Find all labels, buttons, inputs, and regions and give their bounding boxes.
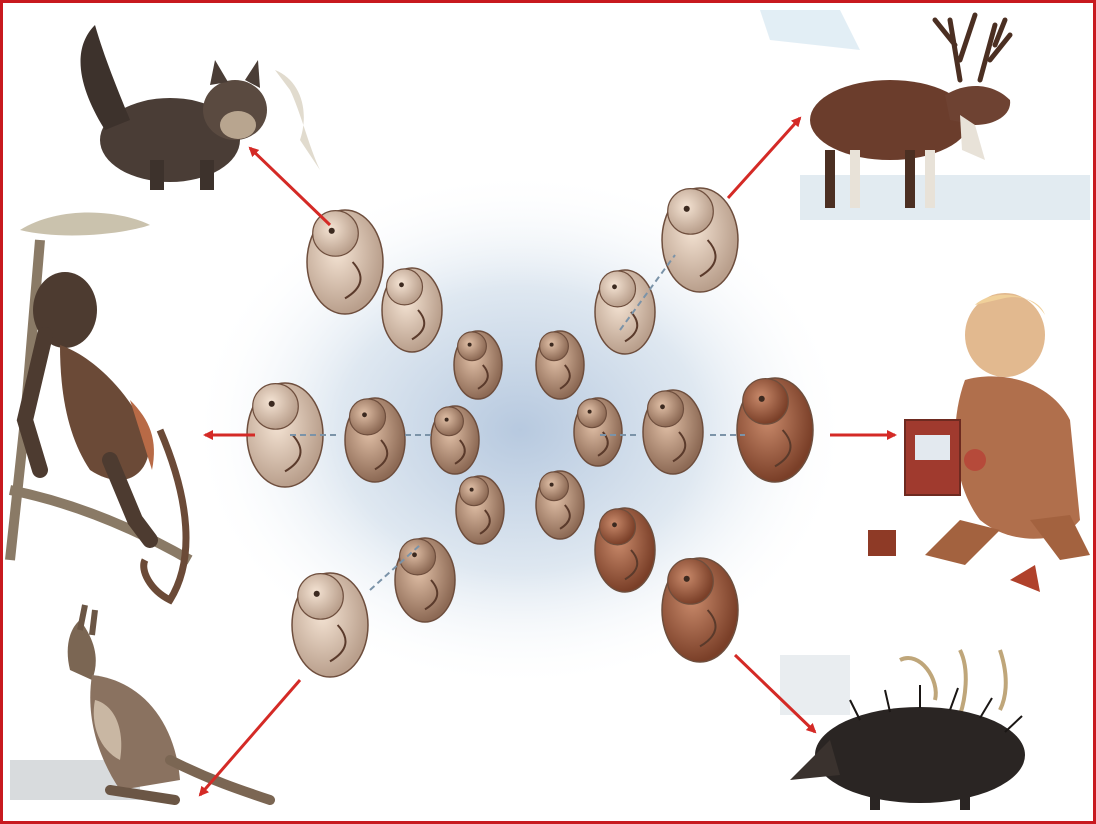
embryo-hedgehog-stage-2 (595, 508, 655, 592)
embryo-reindeer-stage-2 (595, 270, 655, 354)
embryo-cat-stage-1 (454, 331, 502, 399)
embryo-hedgehog-stage-3 (662, 558, 738, 662)
embryo-reindeer-stage-1 (536, 331, 584, 399)
embryo-monkey-stage-1 (431, 406, 479, 474)
embryo-kangaroo-stage-3 (292, 573, 368, 677)
embryo-cat-stage-2 (382, 268, 442, 352)
embryo-child-stage-3 (737, 378, 813, 482)
embryo-kangaroo-stage-2 (395, 538, 455, 622)
embryo-monkey-stage-2 (345, 398, 405, 482)
embryo-hedgehog-stage-1 (536, 471, 584, 539)
embryo-child-stage-2 (643, 390, 703, 474)
embryo-kangaroo-stage-1 (456, 476, 504, 544)
embryo-cat-stage-3 (307, 210, 383, 314)
embryo-child-stage-1 (574, 398, 622, 466)
embryo-reindeer-stage-3 (662, 188, 738, 292)
